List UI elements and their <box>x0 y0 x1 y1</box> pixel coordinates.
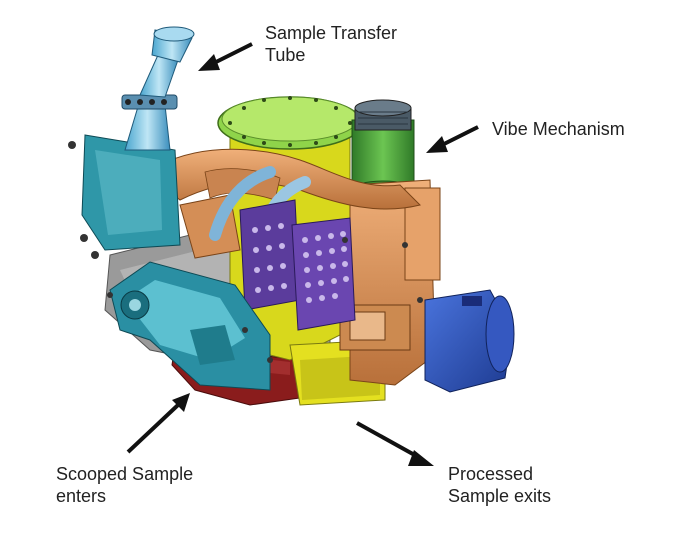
teal-frame <box>81 134 271 391</box>
label-scooped-sample-line2: enters <box>56 486 107 506</box>
label-vibe-mechanism: Vibe Mechanism <box>492 118 625 140</box>
label-sample-transfer-tube: Sample Transfer Tube <box>265 22 397 66</box>
label-processed-sample: Processed Sample exits <box>448 463 551 507</box>
label-processed-sample-line1: Processed <box>448 464 534 484</box>
green-top-disc <box>217 96 363 150</box>
bolts <box>68 141 423 363</box>
blue-motor <box>424 289 515 393</box>
arrow-scooped-sample <box>126 393 190 454</box>
arrow-vibe-mechanism <box>426 125 479 153</box>
label-sample-transfer-tube-line1: Sample Transfer <box>265 23 398 43</box>
purple-perforated-plate <box>239 199 356 331</box>
arrow-processed-sample <box>356 421 434 466</box>
label-sample-transfer-tube-line2: Tube <box>265 45 306 65</box>
arrow-sample-transfer-tube <box>198 42 253 71</box>
label-vibe-mechanism-line1: Vibe Mechanism <box>492 119 625 139</box>
label-scooped-sample-line1: Scooped Sample <box>56 464 194 484</box>
label-scooped-sample: Scooped Sample enters <box>56 463 193 507</box>
sample-transfer-tube <box>121 26 195 151</box>
label-processed-sample-line2: Sample exits <box>448 486 552 506</box>
